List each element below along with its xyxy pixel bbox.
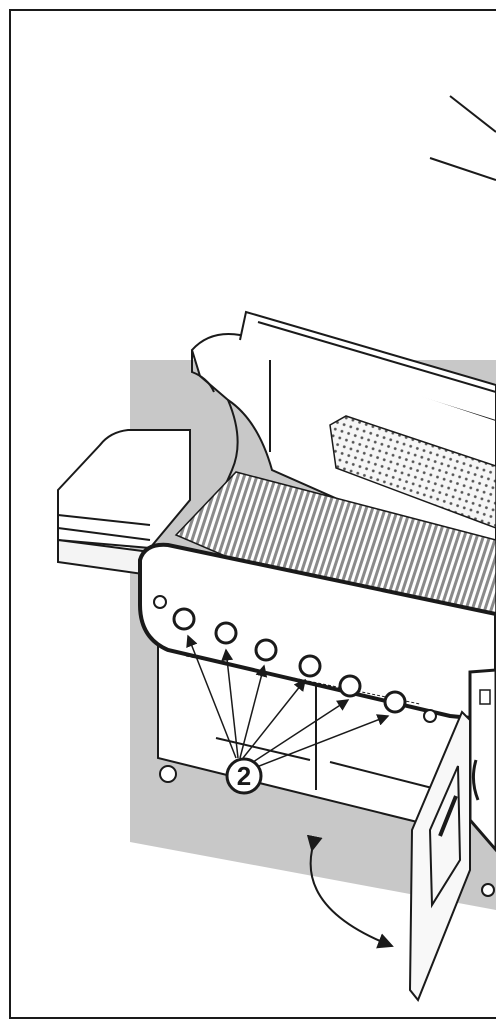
side-shelf (57, 429, 191, 577)
knob-4 (298, 654, 322, 678)
callout-circle (225, 757, 263, 795)
knob-6 (383, 690, 407, 714)
arrow-icon (186, 634, 390, 769)
knob-1 (172, 607, 196, 631)
knob-3 (254, 638, 278, 662)
control-knobs (153, 595, 437, 723)
light-rays (429, 95, 496, 181)
callout-label: 2 (237, 761, 251, 791)
knob-2 (214, 621, 238, 645)
igniter-button (153, 595, 167, 609)
knob-5 (338, 674, 362, 698)
outer-border (9, 9, 496, 1019)
side-burner-unit (468, 668, 496, 853)
warming-rack (329, 415, 496, 529)
callout-control-knobs: 2 (225, 757, 263, 795)
curved-double-arrow-icon (306, 834, 394, 949)
cabinet-door (408, 710, 471, 1002)
light-button (423, 709, 437, 723)
